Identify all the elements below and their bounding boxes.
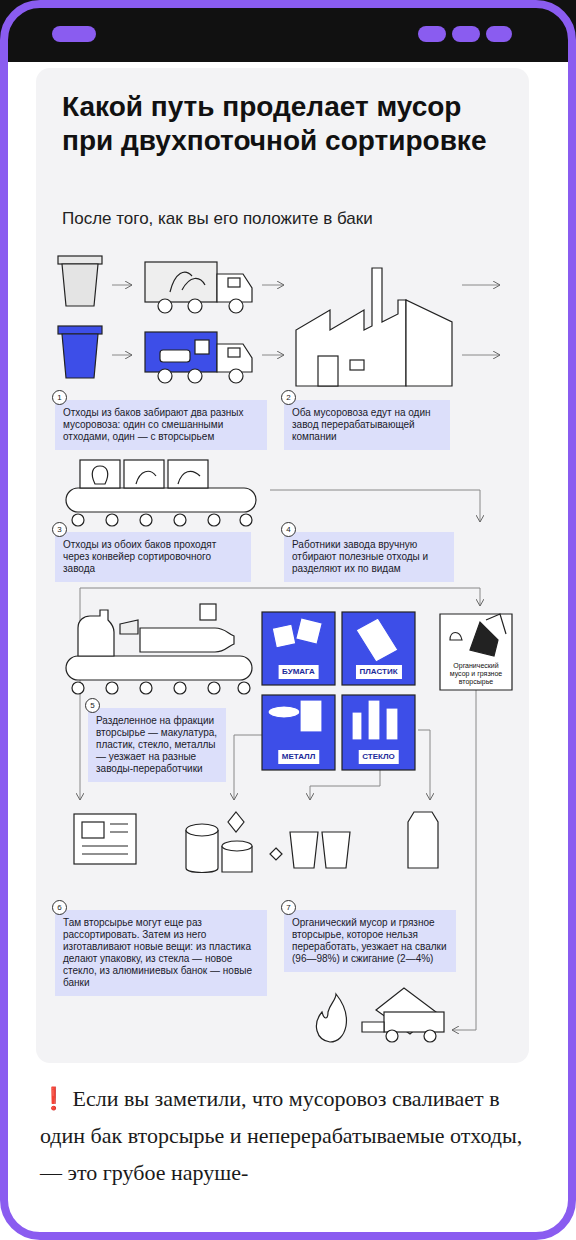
bin-label: Органический мусор и грязное вторсырье <box>444 662 508 686</box>
callout-number: 4 <box>281 522 296 537</box>
callout-text: Оба мусоровоза едут на один завод перера… <box>292 407 443 443</box>
status-pills <box>0 0 576 62</box>
sorted-bins <box>262 612 512 770</box>
callout-box: 7Органический мусор и грязное вторсырье,… <box>284 910 456 972</box>
bin-label: ПЛАСТИК <box>355 665 401 679</box>
top-bar <box>0 0 576 62</box>
subtitle: После того, как вы его положите в баки <box>62 208 512 230</box>
warning-sign: ❗ <box>40 1086 67 1111</box>
factory <box>296 268 452 386</box>
callout-box: 6Там вторсырье могут еще раз рассортиров… <box>55 910 267 996</box>
fraction-bin: ПЛАСТИК <box>342 612 415 685</box>
organic-bin: Органический мусор и грязное вторсырье <box>440 614 512 690</box>
callout-box: 1Отходы из баков забирают два разных мус… <box>55 400 267 450</box>
callout-text: Органический мусор и грязное вторсырье, … <box>292 917 449 965</box>
callout-box: 5Разделенное на фракции вторсырье — маку… <box>88 708 226 782</box>
callout-box: 4Работники завода вручную отбирают полез… <box>284 532 454 582</box>
warning-paragraph: ❗ Если вы заметили, что мусоровоз свалив… <box>40 1080 536 1191</box>
diagram-title: Какой путь проделает мусор при двухпоточ… <box>62 90 502 158</box>
callout-number: 7 <box>281 900 296 915</box>
fraction-bin: БУМАГА <box>262 612 335 685</box>
callout-number: 3 <box>52 522 67 537</box>
fraction-bin: СТЕКЛО <box>342 695 415 770</box>
landfill-and-fire <box>316 988 444 1042</box>
callout-text: Отходы из баков забирают два разных мусо… <box>63 407 260 443</box>
callout-box: 3Отходы из обоих баков проходят через ко… <box>55 532 251 582</box>
callout-text: Работники завода вручную отбирают полезн… <box>292 539 447 575</box>
bin-label: БУМАГА <box>278 665 319 679</box>
garbage-trucks <box>145 262 252 383</box>
callout-number: 1 <box>52 390 67 405</box>
callout-number: 5 <box>85 698 100 713</box>
warning-text: Если вы заметили, что мусоровоз сваливае… <box>40 1086 522 1185</box>
bin-label: МЕТАЛЛ <box>278 750 319 764</box>
callout-box: 2Оба мусоровоза едут на один завод перер… <box>284 400 450 450</box>
callout-text: Там вторсырье могут еще раз рассортирова… <box>63 917 260 989</box>
callout-number: 6 <box>52 900 67 915</box>
callout-text: Разделенное на фракции вторсырье — макул… <box>96 715 219 775</box>
waste-bins <box>58 256 102 378</box>
fraction-bin: МЕТАЛЛ <box>262 695 335 770</box>
callout-text: Отходы из обоих баков проходят через кон… <box>63 539 244 575</box>
bin-label: СТЕКЛО <box>358 750 399 764</box>
callout-number: 2 <box>281 390 296 405</box>
recycled-products <box>74 812 438 873</box>
